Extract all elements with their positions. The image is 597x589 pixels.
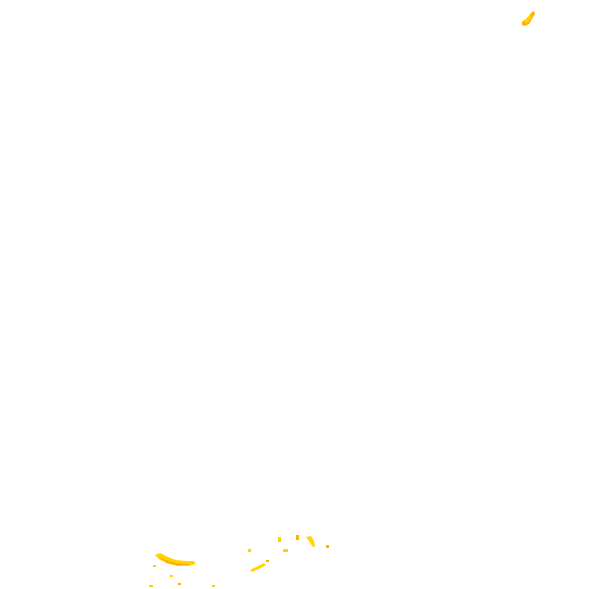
- fragment-shape: [524, 14, 532, 24]
- fragment-shape: [250, 563, 266, 572]
- fragment-shape: [296, 535, 299, 540]
- fragment-shape: [248, 549, 251, 552]
- fragment-shape: [158, 556, 190, 566]
- fragment-shape: [178, 583, 181, 585]
- fragment-shape: [149, 585, 153, 587]
- fragment-shape: [266, 560, 269, 562]
- fragment-shape: [212, 585, 215, 587]
- top-right-fragment: [522, 11, 535, 26]
- bottom-center-cluster: [248, 535, 329, 572]
- fragment-shape: [153, 565, 156, 567]
- fragment-shape: [170, 575, 173, 577]
- fragment-shape: [155, 553, 196, 566]
- fragment-shape: [326, 545, 329, 548]
- fragment-shape: [278, 537, 281, 542]
- fragment-shape: [306, 536, 315, 547]
- bottom-left-cluster: [149, 553, 215, 587]
- fragment-shape: [283, 549, 288, 552]
